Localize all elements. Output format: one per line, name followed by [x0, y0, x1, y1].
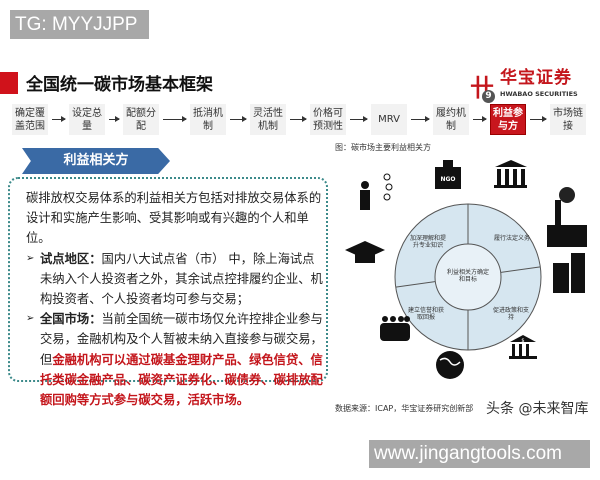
flow-arrow-icon: [530, 116, 547, 122]
pilot-label: 试点地区：: [40, 251, 102, 266]
section-banner: 利益相关方: [22, 148, 170, 174]
national-highlight: 金融机构可以通过碳基金理财产品、绿色信贷、信托类碳金融产品、碳资产证券化、碳债券…: [40, 352, 323, 408]
national-label: 全国市场：: [40, 312, 102, 327]
flow-step: 价格可预测性: [310, 104, 346, 135]
flow-arrow-icon: [350, 116, 368, 122]
step-number-badge: 9: [482, 90, 495, 103]
flow-arrow-icon: [290, 116, 307, 122]
page-title: 全国统一碳市场基本框架: [26, 75, 213, 95]
intro-text: 碳排放权交易体系的利益相关方包括对排放交易体系的设计和实施产生影响、受其影响或有…: [26, 191, 322, 246]
title-marker: [0, 72, 18, 94]
flow-step: 配额分配: [123, 104, 159, 135]
flow-step: 灵活性机制: [250, 104, 286, 135]
watermark-bottom: www.jingangtools.com: [369, 440, 590, 468]
flow-step: 确定覆盖范围: [12, 104, 48, 135]
quadrant-label: 加深理解和提升专业知识: [409, 235, 446, 249]
logo-text: 华宝证券: [500, 68, 572, 88]
pilot-text: 国内八大试点省（市） 中，除上海试点未纳入个人投资者之外，其余试点控排履约企业、…: [40, 251, 323, 307]
flow-step: 设定总量: [69, 104, 105, 135]
flow-arrow-icon: [411, 116, 430, 122]
flow-arrow-icon: [52, 116, 66, 122]
flow-step: MRV: [371, 104, 407, 135]
stakeholder-diagram-graphic: NGO $: [345, 160, 587, 379]
ngo-label: NGO: [440, 176, 455, 183]
quadrant-label: 建立信誉和获取回报: [407, 307, 444, 321]
pilot-bullet: 试点地区：国内八大试点省（市） 中，除上海试点未纳入个人投资者之外，其余试点控排…: [26, 249, 326, 310]
flow-arrow-icon: [230, 116, 247, 122]
flow-step: 利益参与方: [490, 104, 526, 135]
national-text: 当前全国统一碳市场仅允许控排企业参与交易，金融机构及个人暂被未纳入直接参与碳交易…: [40, 312, 323, 367]
watermark-top: TG: MYYJJPP: [10, 10, 149, 39]
quadrant-label: 促进政策和支持: [492, 307, 529, 321]
stakeholder-diagram: NGO $ 利益相关方确定和目标 加深理解和提升专业知识 履行法定义务 促进政策…: [335, 155, 600, 400]
inner-circle: [434, 243, 502, 311]
globe-icon: [436, 351, 464, 379]
office-buildings-icon: [553, 253, 585, 293]
bank-icon: $: [509, 335, 537, 359]
toutiao-watermark: 头条 @未来智库: [486, 401, 589, 417]
ngo-icon: NGO: [435, 160, 461, 189]
government-building-icon: [494, 160, 527, 188]
flow-step: 市场链接: [550, 104, 586, 135]
figure-source: 数据来源：ICAP，华宝证券研究创新部: [335, 404, 474, 413]
national-bullet: 全国市场：当前全国统一碳市场仅允许控排企业参与交易，金融机构及个人暂被未纳入直接…: [26, 309, 326, 410]
flow-arrow-icon: [473, 116, 487, 122]
graduation-cap-icon: [345, 241, 385, 263]
flow-arrow-icon: [109, 116, 120, 122]
flow-step: 抵消机制: [190, 104, 226, 135]
center-label: 利益相关方确定和目标: [446, 269, 489, 283]
bank-label: $: [521, 338, 524, 344]
flow-arrow-icon: [163, 116, 187, 122]
figure-caption: 图：碳市场主要利益相关方: [335, 143, 431, 152]
quadrant-label: 履行法定义务: [493, 235, 530, 242]
network-person-icon: [360, 173, 393, 210]
section-text: 碳排放权交易体系的利益相关方包括对排放交易体系的设计和实施产生影响、受其影响或有…: [26, 188, 326, 410]
flow-step: 履约机制: [433, 104, 469, 135]
company-logo: 卄 华宝证券 HWABAO SECURITIES: [470, 68, 585, 102]
crowd-icon: [380, 316, 410, 341]
logo-subtext: HWABAO SECURITIES: [500, 90, 578, 98]
factory-icon: [547, 187, 587, 247]
